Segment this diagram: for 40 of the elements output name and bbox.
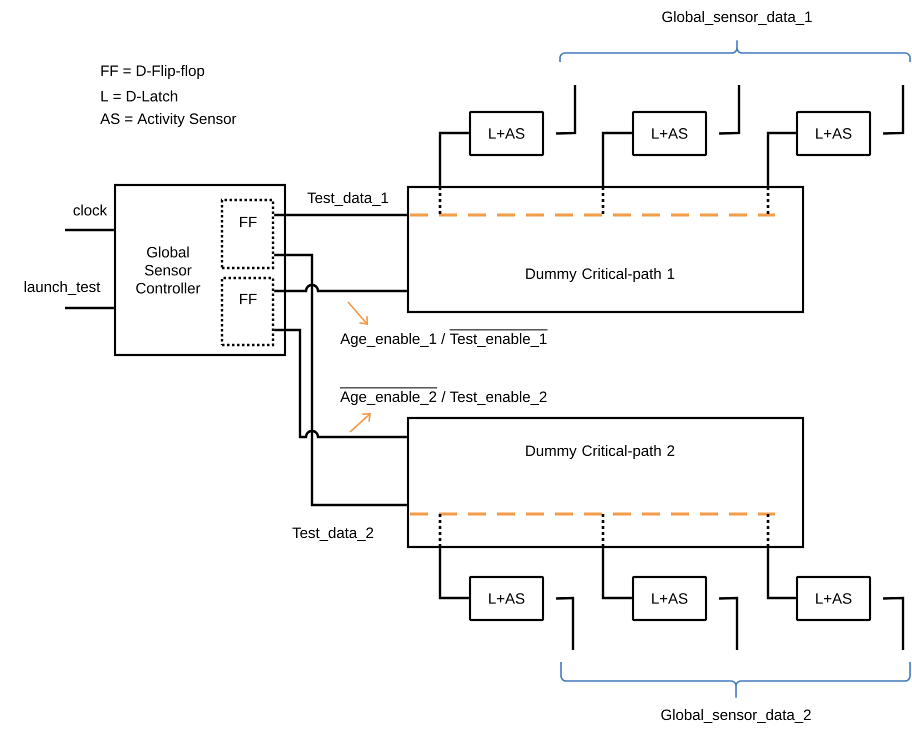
wire	[65, 306, 114, 310]
wire	[274, 284, 407, 292]
sensor-box: L+AS	[796, 110, 872, 156]
wire	[438, 548, 469, 600]
flip-flop-box: FF	[220, 276, 274, 346]
bus-label: Global_sensor_data_1	[662, 11, 812, 25]
sensor-box: L+AS	[796, 576, 872, 622]
legend-note: FF = D-Flip-flop	[101, 65, 204, 79]
signal-label: Test_data_2	[292, 527, 374, 541]
wire	[602, 132, 632, 186]
wire	[883, 596, 904, 650]
sensor-box: L+AS	[632, 576, 708, 622]
signal-label: Test_data_1	[307, 192, 388, 206]
signal-label: launch_test	[24, 281, 100, 295]
wire	[719, 85, 740, 135]
legend-note: AS = Activity Sensor	[100, 113, 236, 127]
overlined-signal-label: Test_enable_1	[449, 329, 548, 347]
legend-note: L = D-Latch	[101, 90, 178, 102]
wire	[556, 85, 576, 135]
wire	[883, 85, 904, 135]
wire	[719, 596, 738, 650]
wire	[766, 548, 796, 600]
wire	[438, 132, 469, 186]
wire	[766, 132, 796, 186]
wire	[556, 596, 574, 650]
bus-label: Global_sensor_data_2	[661, 709, 811, 723]
wire	[602, 548, 632, 600]
flip-flop-box: FF	[220, 198, 274, 270]
sensor-box: L+AS	[468, 110, 544, 156]
wire	[65, 228, 114, 232]
wire	[274, 254, 407, 506]
wire	[274, 328, 407, 438]
sensor-box: L+AS	[632, 110, 708, 156]
sensor-box: L+AS	[468, 576, 544, 622]
signal-label: clock	[74, 204, 108, 216]
wire	[274, 214, 407, 216]
critical-path-box: Dummy Critical-path 1	[406, 186, 804, 314]
signal-label: Age_enable_1 /	[340, 333, 446, 347]
critical-path-box: Dummy Critical-path 2	[406, 416, 804, 548]
overlined-signal-label: Age_enable_2	[340, 387, 438, 405]
